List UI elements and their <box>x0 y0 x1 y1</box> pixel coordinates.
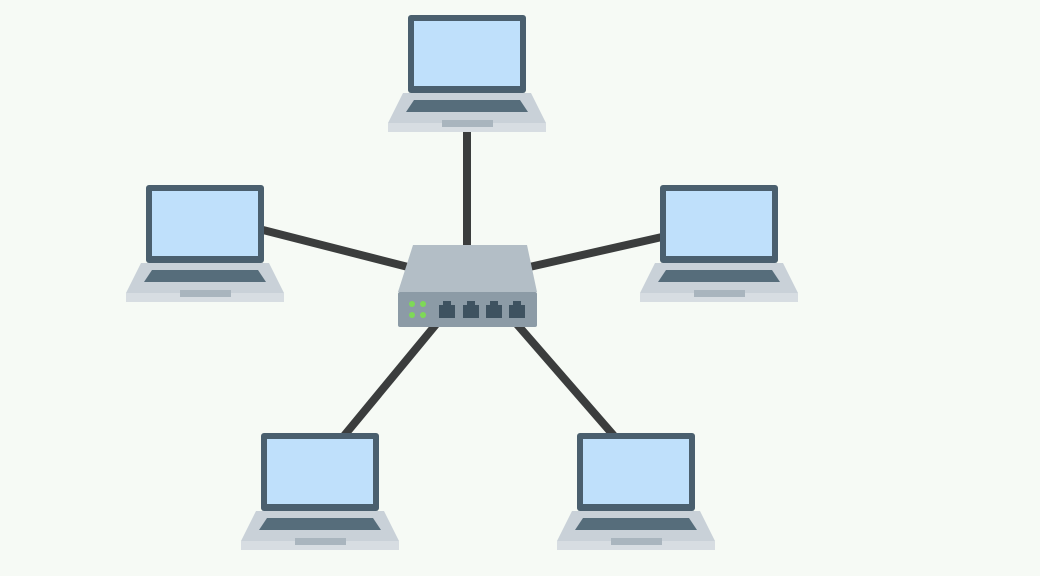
cable-left <box>262 226 413 272</box>
ethernet-port-icons <box>439 301 525 318</box>
laptop-bottom-right-icon <box>557 433 715 550</box>
network-switch-icon <box>398 245 537 327</box>
cable-bottom-right <box>511 319 619 440</box>
cable-right <box>524 233 663 272</box>
status-led-icons <box>409 301 426 318</box>
laptop-right-icon <box>640 185 798 302</box>
cable-bottom-left <box>339 319 442 440</box>
laptop-bottom-left-icon <box>241 433 399 550</box>
laptop-top-icon <box>388 15 546 132</box>
laptop-left-icon <box>126 185 284 302</box>
cables <box>262 132 663 440</box>
